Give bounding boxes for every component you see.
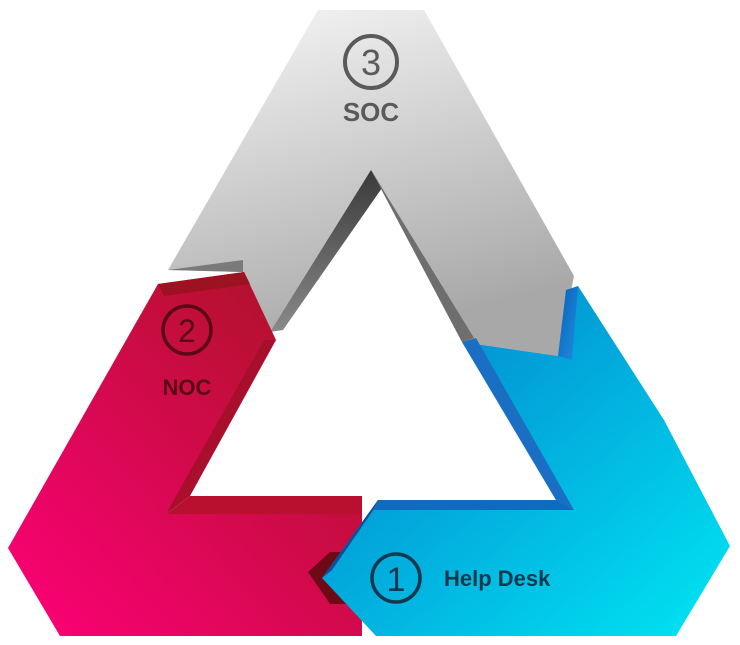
soc-arrow-notch [168, 260, 243, 272]
help-desk-arrow-left-bevel [558, 286, 578, 360]
noc-arrow-top-bevel [158, 272, 250, 296]
help-desk-arrow-inner-bevel [462, 338, 574, 510]
help-desk-arrow-top-bevel [372, 500, 574, 510]
help-desk-arrow-tip-bevel [322, 500, 378, 578]
noc-arrow-face [8, 272, 362, 636]
step-1-number: 1 [387, 561, 406, 599]
step-2-label: NOC [163, 375, 212, 400]
noc-arrow-bottom-bevel [166, 496, 362, 514]
step-soc: 3 SOC [343, 34, 400, 127]
help-desk-arrow [322, 286, 730, 636]
noc-arrow-inner-bevel [166, 340, 276, 514]
soc-arrow-inner-bevel [270, 170, 382, 332]
step-2-number: 2 [178, 313, 196, 349]
soc-arrow-inner-bevel-right [371, 170, 474, 342]
step-1-label: Help Desk [444, 566, 551, 591]
step-3-label: SOC [343, 97, 400, 127]
step-help-desk: 1 Help Desk [370, 552, 551, 604]
help-desk-arrow-face [322, 286, 730, 636]
soc-arrow-face [168, 10, 574, 356]
soc-arrow [168, 10, 574, 356]
step-3-number-circle [343, 34, 399, 90]
step-1-number-circle [370, 552, 422, 604]
step-2-number-circle [161, 304, 213, 356]
step-noc: 2 NOC [161, 304, 213, 400]
step-3-number: 3 [361, 42, 381, 83]
